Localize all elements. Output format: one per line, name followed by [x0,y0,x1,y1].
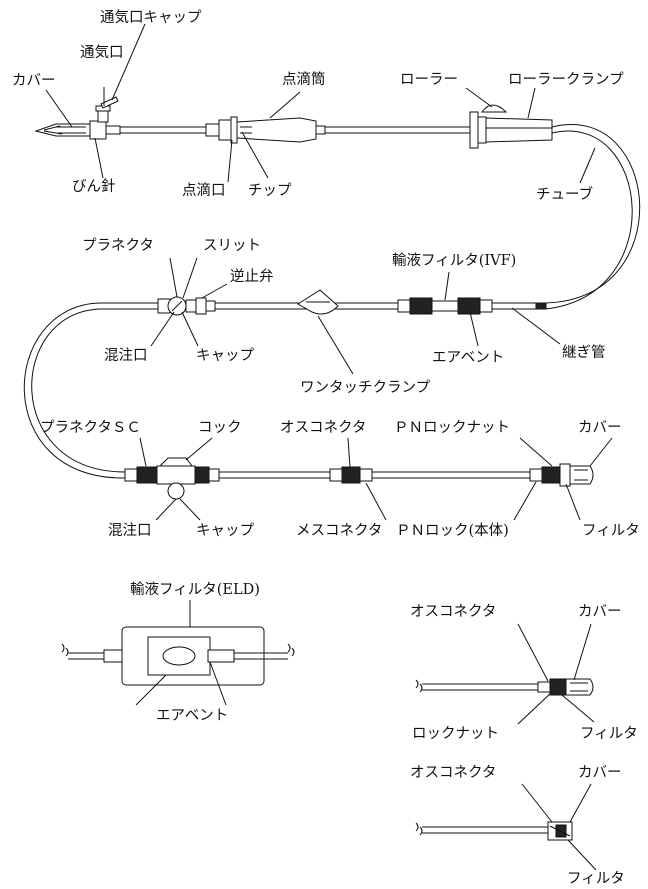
label-vent: 通気口 [80,44,124,61]
label-male-connector: オスコネクタ [280,419,366,436]
label-ivf: 輸液フィルタ(IVF) [392,252,516,269]
label-planecta: プラネクタ [82,237,154,254]
label-air-vent: エアベント [432,350,504,366]
male-female-connector [329,466,373,484]
left-loop-tube [23,302,126,479]
label-vent-cap: 通気口キャップ [100,9,202,26]
label-male-connector-3: オスコネクタ [410,764,496,781]
label-drip-port: 点滴口 [182,181,226,199]
leader-lines [45,23,613,871]
label-eld-filter: 輸液フィルタ(ELD) [130,581,260,598]
label-cover-top: カバー [12,73,56,89]
label-cap: キャップ [196,347,254,364]
label-tube: チューブ [536,185,593,203]
label-cover-2: カバー [578,604,622,620]
label-tip: チップ [248,182,292,199]
pn-lock [529,463,594,487]
joint-tube [535,302,547,310]
connector-option-2 [415,821,573,841]
label-cap-2: キャップ [196,522,254,539]
label-one-touch-clamp: ワンタッチクランプ [300,379,431,396]
label-roller: ローラー [400,72,458,88]
label-injection-port-2: 混注口 [108,522,152,539]
labels: 通気口キャップ 通気口 カバー びん針 点滴筒 点滴口 チップ ローラー ローラ… [12,9,640,887]
label-pn-lock-nut: ＰＮロックナット [394,419,510,436]
label-filter-3: フィルタ [567,870,625,887]
label-check-valve: 逆止弁 [230,268,274,285]
label-joint-tube: 継ぎ管 [562,344,606,361]
label-drip-chamber: 点滴筒 [282,70,326,88]
connector-option-1 [415,678,594,696]
label-lock-nut: ロックナット [412,725,499,742]
label-male-connector-2: オスコネクタ [410,603,496,620]
spike-assembly [34,105,121,140]
upper-tube-2 [325,126,470,134]
label-female-connector: メスコネクタ [296,522,382,539]
drip-chamber [205,116,326,144]
label-cover-3: カバー [578,765,622,781]
right-loop-tube [544,124,641,310]
label-roller-clamp: ローラークランプ [508,71,624,88]
one-touch-clamp [297,289,339,315]
label-filter-2: フィルタ [580,725,638,742]
label-filter-pn: フィルタ [582,522,640,539]
eld-filter [61,626,295,686]
label-slit: スリット [203,238,261,254]
label-pn-lock-body: ＰＮロック(本体) [396,522,509,539]
label-cover-pn: カバー [578,420,622,436]
label-injection-port: 混注口 [104,347,148,364]
vent-cap-icon [100,96,119,109]
label-spike: びん針 [72,178,116,195]
ivf-filter [397,297,493,315]
label-planecta-sc: プラネクタＳＣ [40,419,141,436]
label-stopcock: コック [198,419,242,436]
label-eld-air-vent: エアベント [156,708,228,724]
planecta-sc [124,457,220,500]
roller-clamp [469,104,553,149]
planecta-connector [157,296,216,316]
upper-tube [120,126,210,134]
